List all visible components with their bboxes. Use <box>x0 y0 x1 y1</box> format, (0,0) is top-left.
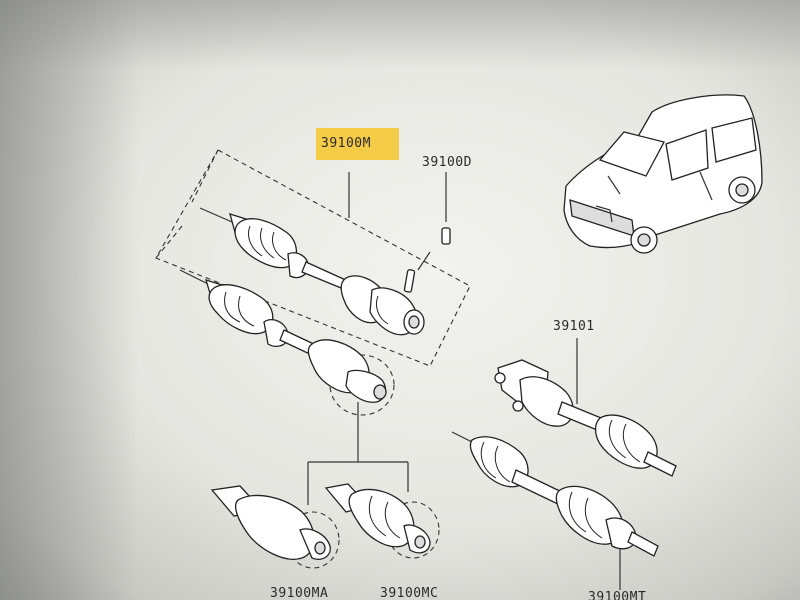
photo-vignette-top <box>0 0 800 70</box>
label-39100mc[interactable]: 39100MC <box>380 586 438 600</box>
label-highlight <box>316 128 399 160</box>
drive-shaft-39101 <box>494 359 677 477</box>
label-39101[interactable]: 39101 <box>553 319 595 334</box>
dashed-group-frame <box>155 149 471 367</box>
pin-39100d <box>403 227 451 293</box>
label-39100m[interactable]: 39100M <box>321 136 371 151</box>
joint-detail-ma <box>210 485 331 560</box>
leader-lines <box>307 172 621 590</box>
joint-detail-circle <box>329 354 395 416</box>
label-39100d[interactable]: 39100D <box>422 155 472 170</box>
drive-shaft-lower <box>179 269 387 403</box>
van-icon <box>563 94 763 254</box>
drive-shaft-upper <box>199 207 425 336</box>
photo-vignette-left <box>0 0 140 600</box>
label-39100mt[interactable]: 39100MT <box>588 590 646 600</box>
joint-detail-mc <box>324 483 431 554</box>
label-39100ma[interactable]: 39100MA <box>270 586 328 600</box>
drive-shaft-39100mt <box>451 431 659 557</box>
